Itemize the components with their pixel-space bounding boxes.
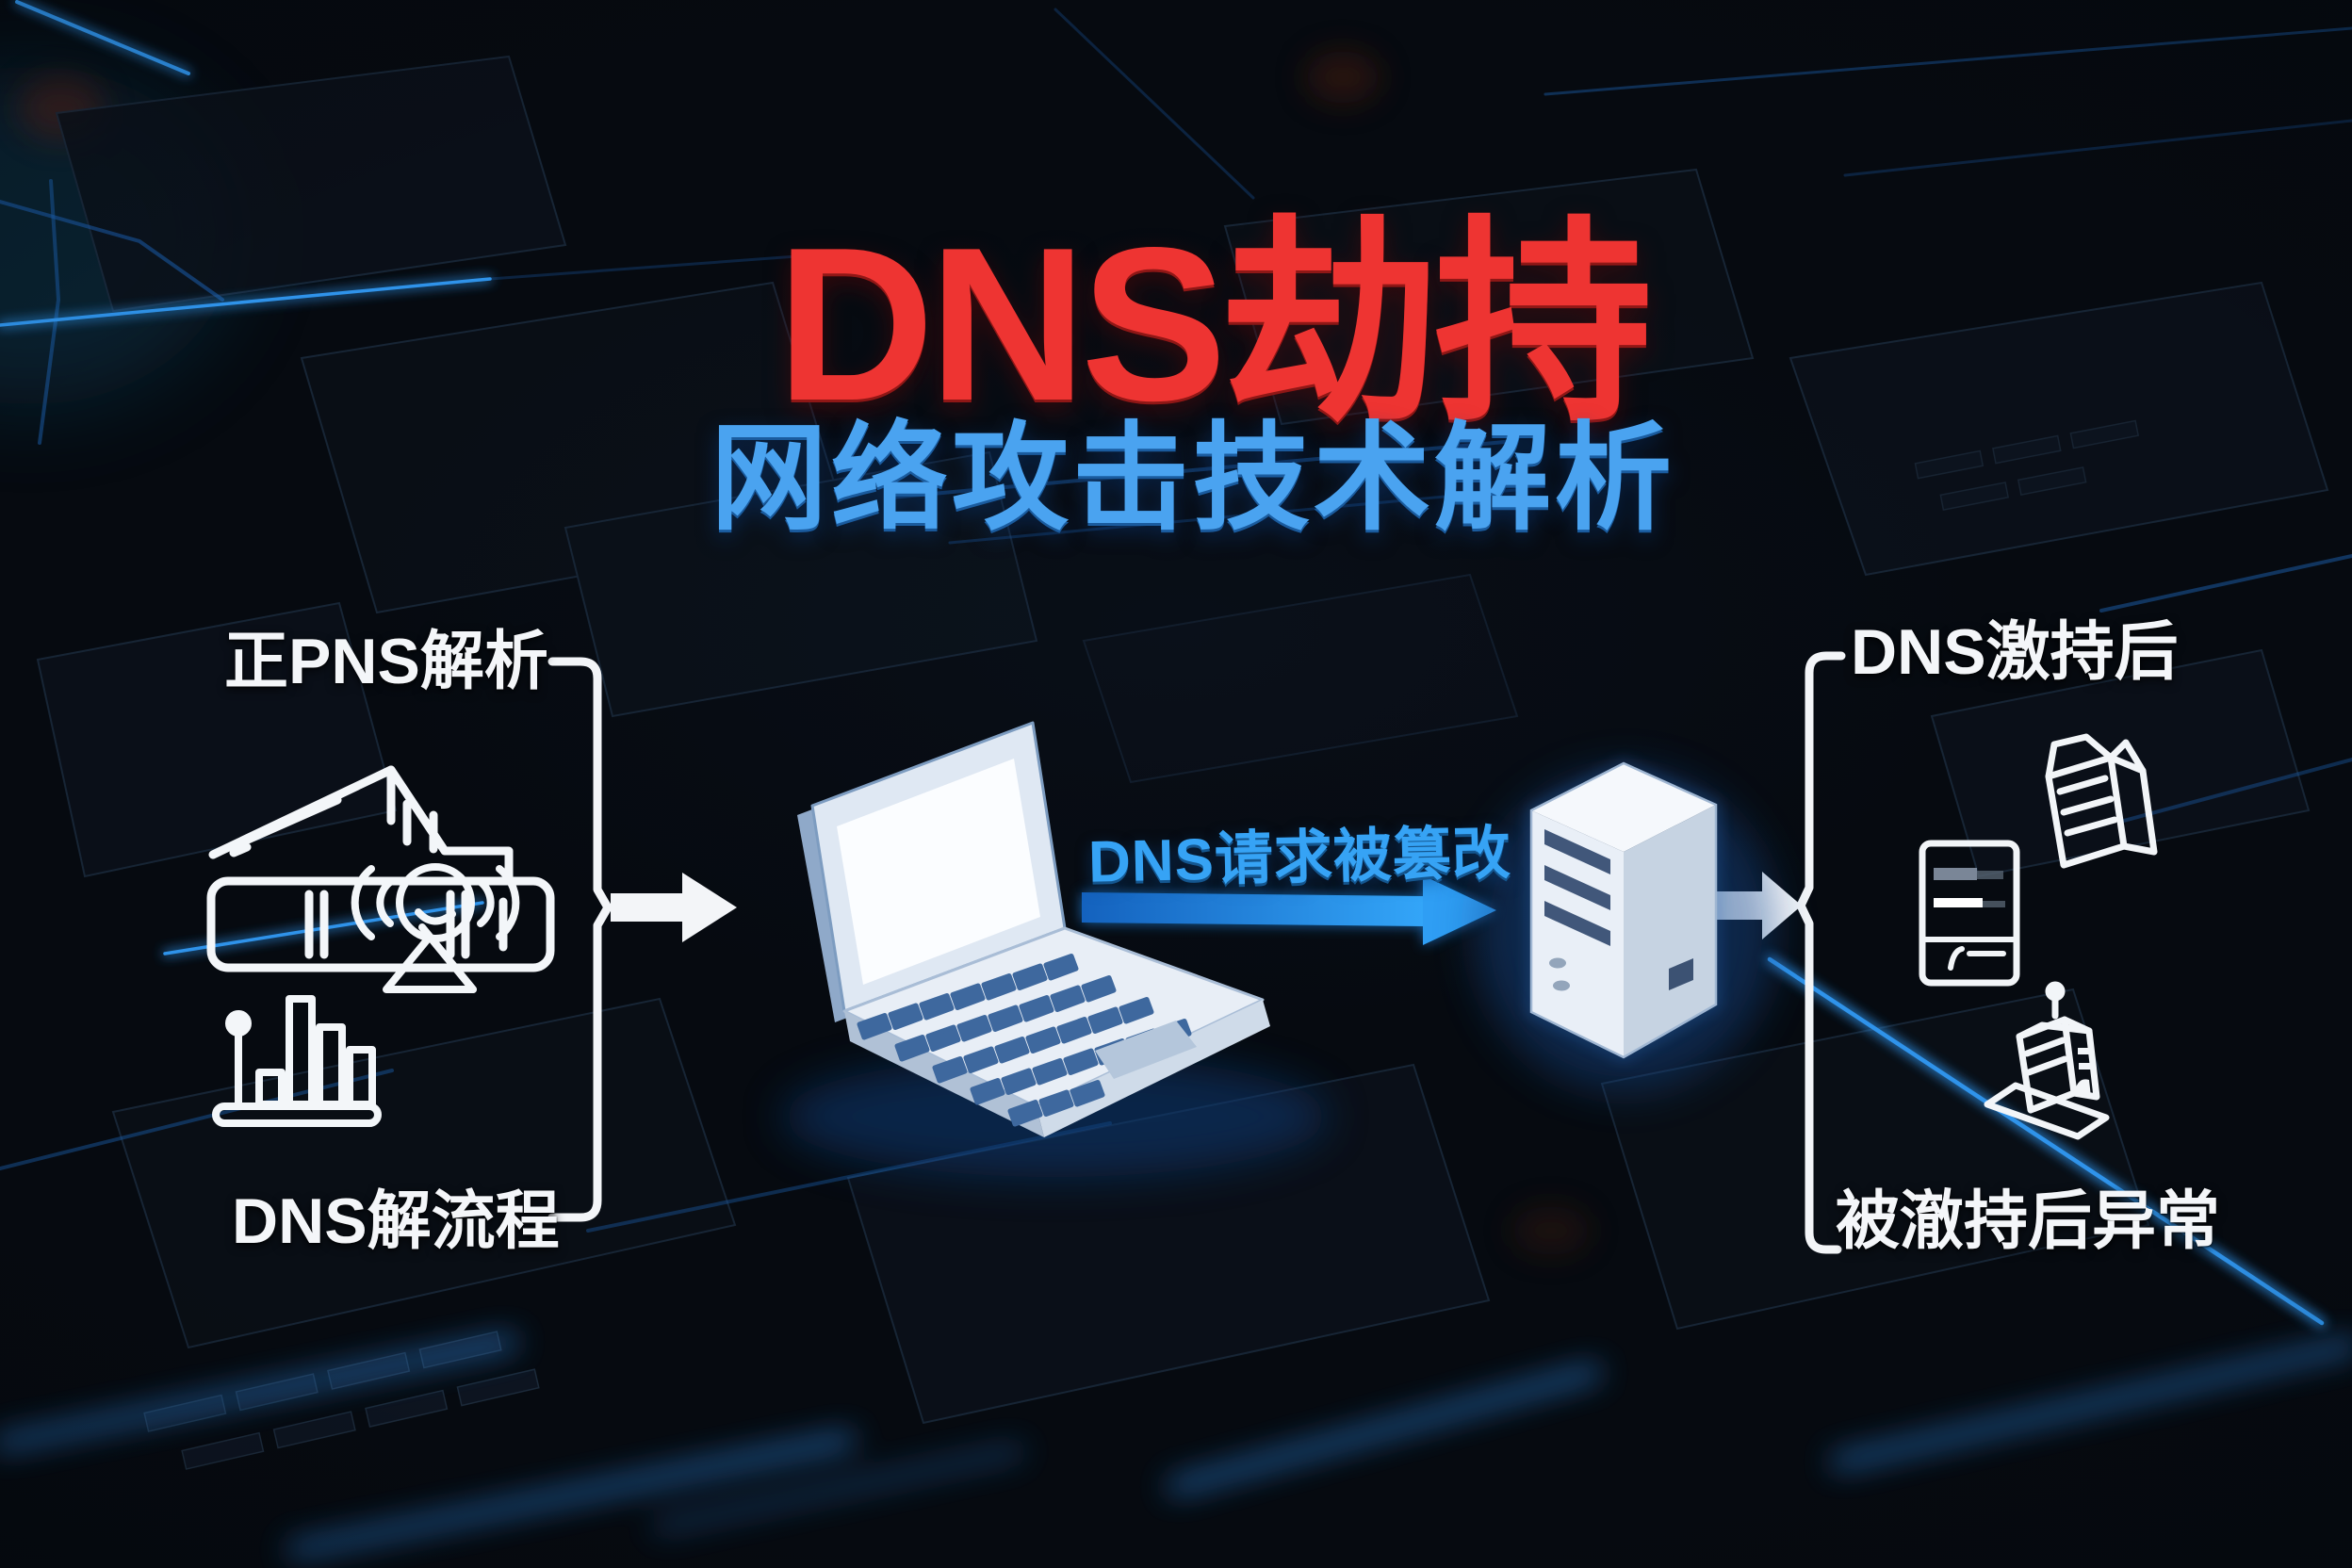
label-after-dns-hijack: DNS激持后 — [1851, 616, 2179, 688]
label-hijacked-abnormal: 被澈持后异常 — [1836, 1185, 2221, 1257]
bracket-left — [547, 657, 612, 1222]
server-tower-illustration — [1475, 759, 1776, 1091]
server-panel-icon — [1919, 840, 2020, 987]
arrow-to-laptop-icon — [611, 873, 737, 942]
broadcast-antenna-icon — [351, 863, 520, 993]
smart-device-icon — [1984, 981, 2110, 1140]
bracket-right — [1796, 651, 1846, 1254]
page-subtitle: 网络攻击技术解析 — [710, 413, 1676, 544]
page-title: DNS劫持 — [776, 203, 1653, 448]
label-dns-request-tampered: DNS请求被篡改 — [1087, 821, 1512, 895]
laptop-illustration — [782, 721, 1329, 1177]
label-dns-resolution-flow: DNS解流程 — [232, 1185, 560, 1257]
label-normal-dns-resolution: 正PNS解析 — [224, 626, 548, 697]
dns-request-arrow — [1082, 875, 1496, 945]
open-box-icon — [2045, 733, 2158, 869]
bar-chart-icon — [212, 995, 382, 1127]
